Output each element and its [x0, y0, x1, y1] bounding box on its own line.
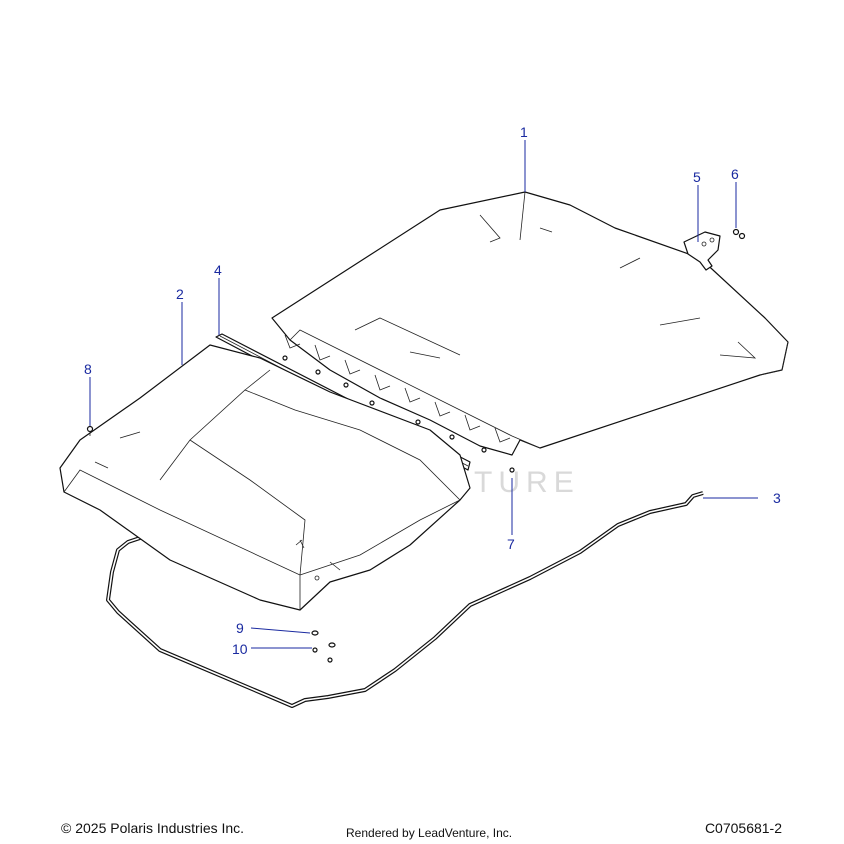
- callout-8: 8: [84, 361, 92, 377]
- callout-7: 7: [507, 536, 515, 552]
- callout-10: 10: [232, 641, 248, 657]
- part-9-washer[interactable]: [311, 630, 336, 648]
- document-number: C0705681-2: [704, 820, 782, 836]
- part-2-front-panel[interactable]: [59, 344, 471, 611]
- rendered-by-text: Rendered by LeadVenture, Inc.: [346, 826, 513, 840]
- callout-2: 2: [176, 286, 184, 302]
- copyright-text: © 2025 Polaris Industries Inc.: [61, 820, 245, 836]
- leader-lines: [89, 140, 758, 649]
- part-3-seal[interactable]: [106, 491, 704, 708]
- part-8-screw[interactable]: [86, 425, 94, 437]
- part-6-fastener[interactable]: [732, 228, 746, 240]
- callout-6: 6: [731, 166, 739, 182]
- callout-5: 5: [693, 169, 701, 185]
- callout-9: 9: [236, 620, 244, 636]
- callout-4: 4: [214, 262, 222, 278]
- part-1-roof-panel[interactable]: [271, 191, 789, 456]
- part-10-screw[interactable]: [312, 647, 333, 663]
- callout-1: 1: [520, 124, 528, 140]
- part-7-fasteners[interactable]: [282, 355, 515, 473]
- part-5-bracket[interactable]: [683, 231, 721, 271]
- callout-3: 3: [773, 490, 781, 506]
